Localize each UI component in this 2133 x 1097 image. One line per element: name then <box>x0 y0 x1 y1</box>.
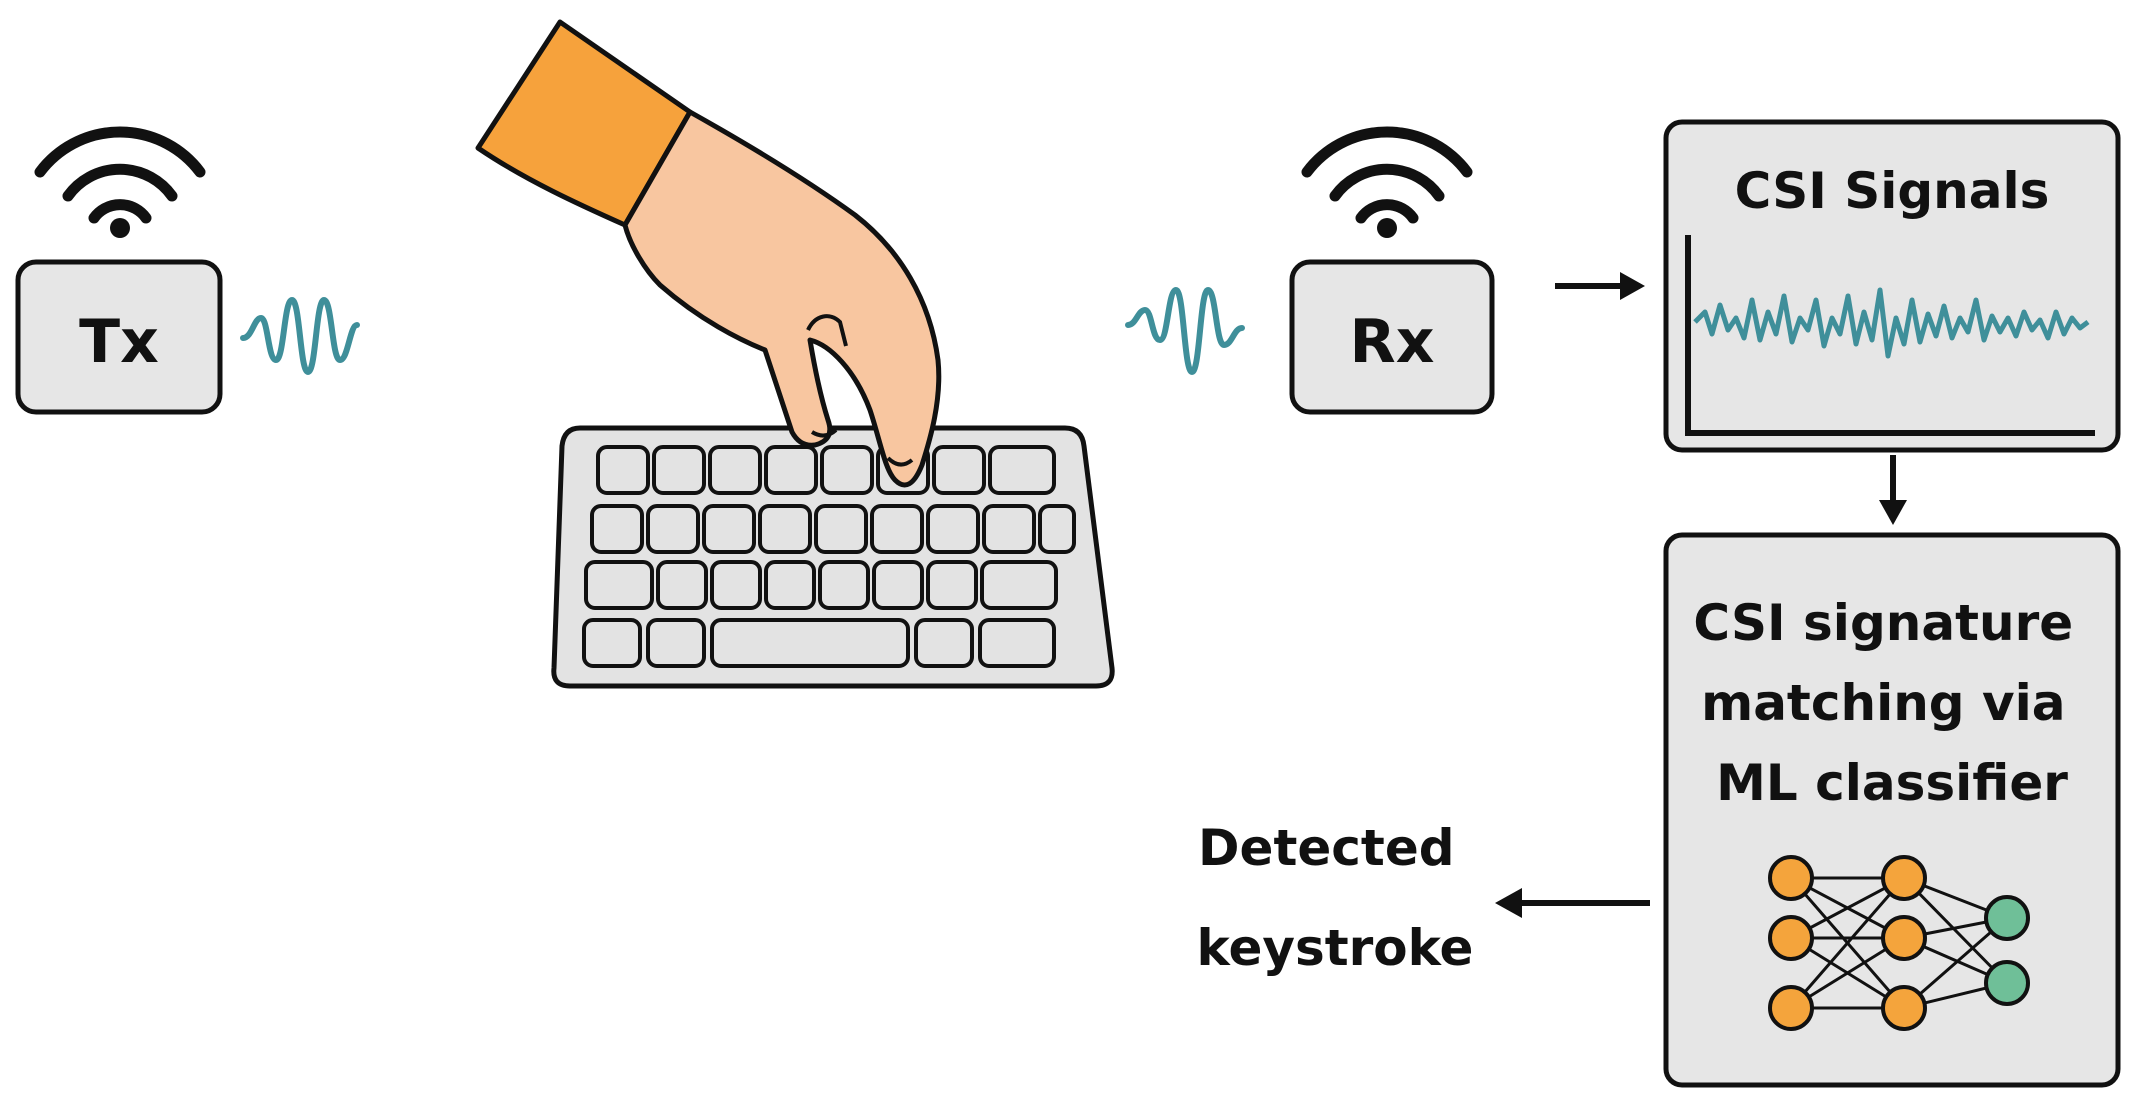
arrow-classifier-to-output <box>1495 888 1650 918</box>
keyboard-key <box>932 445 986 495</box>
keyboard-key <box>1038 504 1076 554</box>
keyboard-key <box>764 445 818 495</box>
keyboard-key <box>820 445 874 495</box>
classifier-text-line: CSI signature <box>1693 594 2073 652</box>
keyboard-key <box>582 618 642 668</box>
hand-knuckle-line <box>806 314 848 347</box>
keyboard-keys <box>582 445 1076 668</box>
ml-classifier-panel: CSI signature matching via ML classifier <box>1663 532 2121 1088</box>
receiver: Rx <box>1125 126 1495 415</box>
classifier-text-line: ML classifier <box>1716 754 2068 812</box>
rx-box <box>1289 259 1495 415</box>
nn-output-node <box>1984 960 2030 1006</box>
keyboard-key <box>764 560 816 610</box>
tx-box <box>15 259 223 415</box>
nn-edge <box>1902 876 2009 985</box>
output-label: Detected keystroke <box>1197 819 1474 977</box>
rx-wifi-arc <box>1301 126 1473 178</box>
rx-label: Rx <box>1350 307 1435 377</box>
nn-node <box>1881 985 1927 1031</box>
keyboard-key <box>702 504 756 554</box>
tx-wifi-icon <box>34 126 206 238</box>
keyboard-key <box>590 504 644 554</box>
classifier-text: CSI signature matching via ML classifier <box>1693 594 2090 812</box>
nn-node <box>1881 855 1927 901</box>
nn-node <box>1768 855 1814 901</box>
output-label-line: Detected <box>1198 819 1454 877</box>
classifier-text-line: matching via <box>1701 674 2065 732</box>
keyboard-key <box>656 560 708 610</box>
keyboard-key <box>926 560 978 610</box>
keyboard-key <box>914 618 974 668</box>
fingernail <box>810 428 838 438</box>
csi-panel-title: CSI Signals <box>1735 162 2050 220</box>
hand-illustration <box>475 19 942 488</box>
fingernail <box>886 456 914 467</box>
keyboard-key <box>652 445 706 495</box>
csi-panel-box <box>1663 119 2121 453</box>
hand <box>622 109 942 488</box>
neural-network-icon <box>1768 855 2030 1031</box>
csi-signal-trace <box>1693 287 2090 359</box>
keyboard-key <box>708 445 762 495</box>
csi-signals-panel: CSI Signals <box>1663 119 2121 453</box>
keyboard-key <box>584 560 654 610</box>
keyboard-key <box>818 560 870 610</box>
keyboard-key <box>646 504 700 554</box>
keyboard-key <box>758 504 812 554</box>
output-label-line: keystroke <box>1197 919 1474 977</box>
keyboard <box>551 425 1115 689</box>
nn-edge <box>1789 877 1906 1009</box>
csi-axes <box>1685 235 2095 436</box>
keyboard-key <box>988 445 1056 495</box>
keyboard-key <box>982 504 1036 554</box>
tx-wave-icon <box>240 296 360 376</box>
keyboard-key <box>710 618 910 668</box>
keyboard-key <box>710 560 762 610</box>
nn-node <box>1768 915 1814 961</box>
keyboard-key <box>872 560 924 610</box>
rx-wave-icon <box>1125 286 1245 376</box>
keyboard-key <box>596 445 650 495</box>
keyboard-key <box>814 504 868 554</box>
transmitter: Tx <box>15 126 360 415</box>
nn-output-node <box>1984 895 2030 941</box>
keyboard-key <box>978 618 1056 668</box>
keyboard-key <box>980 560 1058 610</box>
nn-node <box>1881 915 1927 961</box>
rx-wifi-icon <box>1301 126 1473 238</box>
arrow-csi-to-classifier <box>1879 455 1907 525</box>
keyboard-key <box>926 504 980 554</box>
arrow-rx-to-csi <box>1555 272 1645 300</box>
keyboard-key <box>870 504 924 554</box>
keyboard-key <box>646 618 706 668</box>
nn-node <box>1768 985 1814 1031</box>
tx-label: Tx <box>79 307 159 377</box>
